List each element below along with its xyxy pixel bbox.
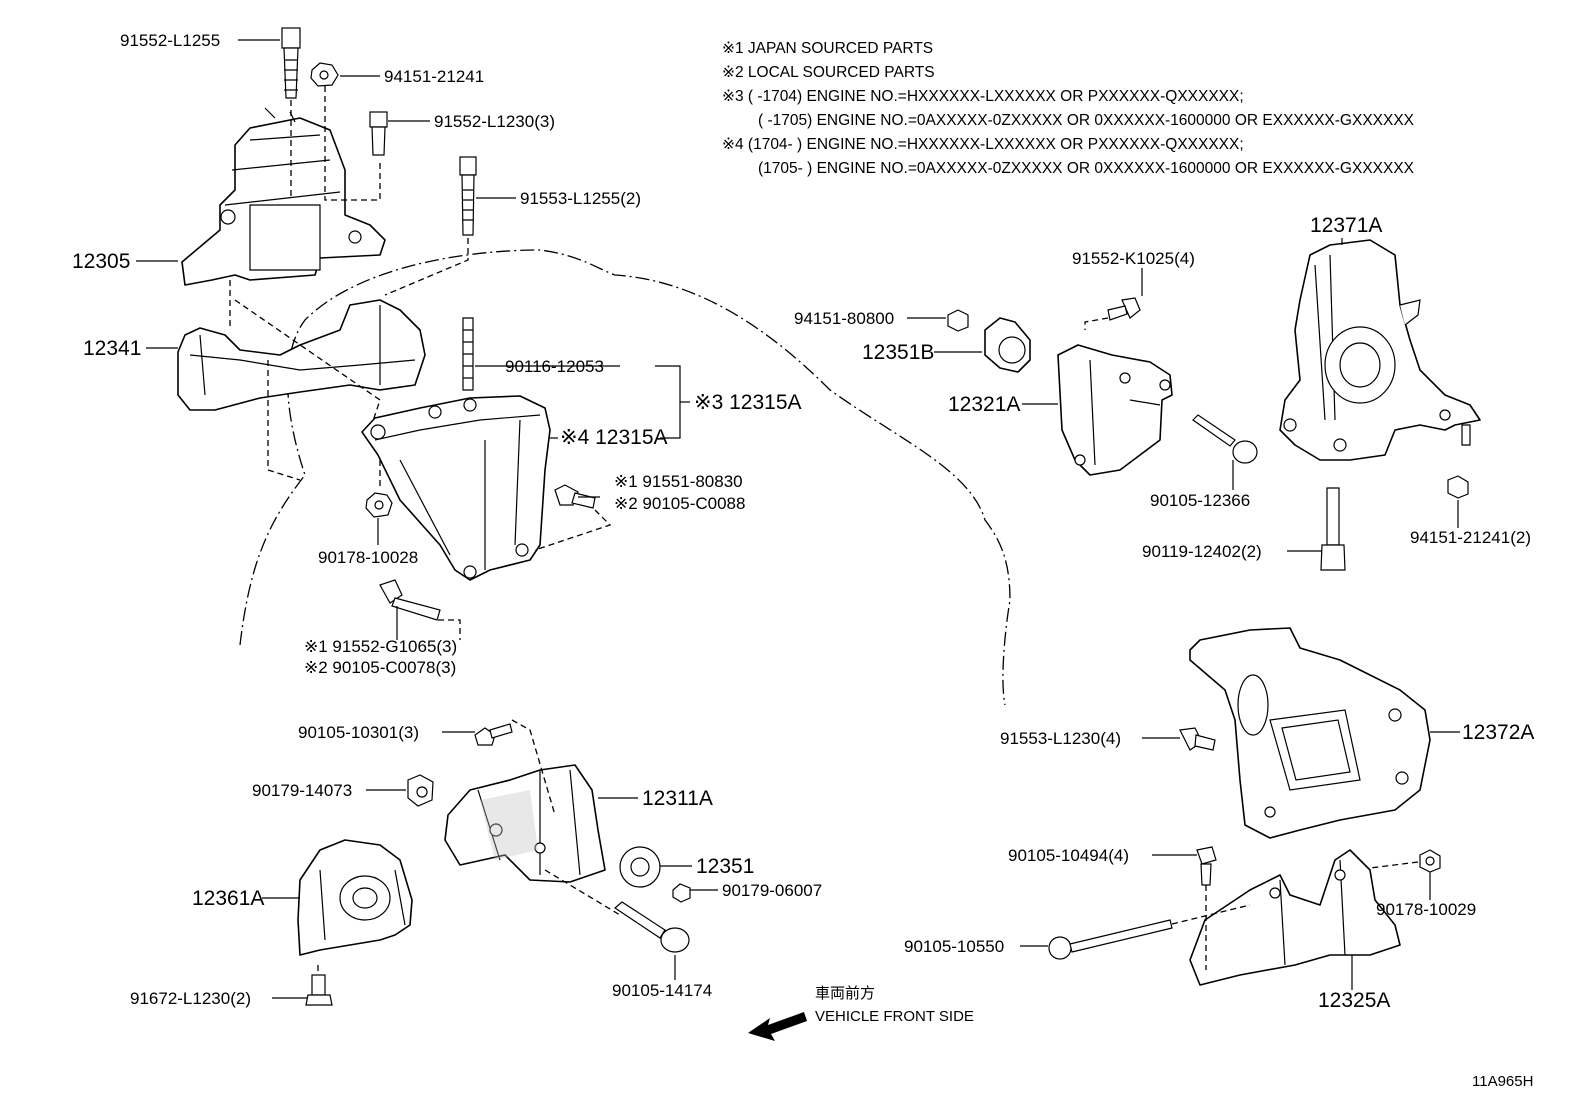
- note-4: ※4 (1704- ) ENGINE NO.=HXXXXXX-LXXXXXX O…: [722, 136, 1244, 153]
- label-12321A: 12321A: [948, 393, 1020, 416]
- vehicle-front-indicator: 車両前方 VEHICLE FRONT SIDE: [748, 985, 974, 1041]
- bushing-12351: [619, 846, 661, 888]
- label-94151-80800: 94151-80800: [794, 309, 894, 328]
- bolt-91553-L1230: [1179, 727, 1216, 751]
- label-12315A-3: ※3 12315A: [694, 391, 802, 414]
- nut-90179-06007: [672, 883, 691, 903]
- bolt-91552-G1065: [379, 579, 441, 621]
- label-12372A: 12372A: [1462, 721, 1534, 744]
- bolt-90105-10301: [474, 723, 513, 746]
- label-90178-10029: 90178-10029: [1376, 900, 1476, 919]
- front-arrow-icon: [748, 1012, 807, 1041]
- stud-90116-12053: [462, 317, 474, 391]
- label-91552-K1025: 91552-K1025(4): [1072, 249, 1195, 268]
- label-90105-10550: 90105-10550: [904, 937, 1004, 956]
- label-12305: 12305: [72, 250, 130, 273]
- engine-mount-12371A: [1279, 239, 1481, 461]
- bolt-90105-10494: [1196, 846, 1217, 886]
- nut-94151-80800: [947, 309, 969, 332]
- bolt-90105-14174: [614, 901, 690, 953]
- label-91551-80830: ※1 91551-80830: [614, 472, 743, 491]
- label-90179-14073: 90179-14073: [252, 781, 352, 800]
- label-90105-14174: 90105-14174: [612, 981, 712, 1000]
- label-90105-10494: 90105-10494(4): [1008, 846, 1129, 865]
- label-12361A: 12361A: [192, 887, 264, 910]
- nut-90179-14073: [407, 774, 434, 807]
- bracket-12372A: [1189, 627, 1431, 839]
- bolt-91552-K1025: [1107, 297, 1141, 321]
- label-12341: 12341: [83, 337, 141, 360]
- label-90105-C0088: ※2 90105-C0088: [614, 494, 745, 513]
- leader-lines: [136, 39, 1460, 999]
- bolt-91553-L1255: [459, 156, 477, 236]
- nut-90178-10029: [1419, 849, 1441, 873]
- label-91553-L1255: 91553-L1255(2): [520, 189, 641, 208]
- part-labels: 91552-L1255 94151-21241 91552-L1230(3) 9…: [72, 31, 1534, 1012]
- label-91672-L1230: 91672-L1230(2): [130, 989, 251, 1008]
- engine-outline: [239, 249, 1011, 706]
- label-12325A: 12325A: [1318, 989, 1390, 1012]
- bracket-12315A: [361, 395, 551, 581]
- bolt-90105-12366: [1192, 414, 1258, 464]
- bolt-90105-10550: [1048, 919, 1173, 960]
- note-1: ※1 JAPAN SOURCED PARTS: [722, 40, 933, 57]
- nut-90178-10028: [365, 492, 393, 518]
- label-94151-21241: 94151-21241: [384, 67, 484, 86]
- note-2: ※2 LOCAL SOURCED PARTS: [722, 64, 935, 81]
- front-label-en: VEHICLE FRONT SIDE: [815, 1008, 974, 1025]
- label-90105-10301: 90105-10301(3): [298, 723, 419, 742]
- label-91552-G1065: ※1 91552-G1065(3): [304, 637, 457, 656]
- label-90119-12402: 90119-12402(2): [1142, 542, 1262, 561]
- label-12371A: 12371A: [1310, 214, 1382, 237]
- label-91552-L1230: 91552-L1230(3): [434, 112, 555, 131]
- bracket-12325A: [1189, 849, 1401, 986]
- bolt-91672-L1230: [305, 974, 333, 1006]
- label-12315A-4: ※4 12315A: [560, 426, 668, 449]
- label-90105-12366: 90105-12366: [1150, 491, 1250, 510]
- front-label-jp: 車両前方: [815, 985, 875, 1002]
- label-90179-06007: 90179-06007: [722, 881, 822, 900]
- nut-94151-21241: [310, 62, 339, 87]
- bushing-12351B: [984, 317, 1031, 373]
- engine-mount-12305: [181, 107, 386, 286]
- nut-94151-21241: [1447, 475, 1469, 499]
- diagram-code: 11A965H: [1472, 1073, 1533, 1090]
- bracket-12341: [177, 299, 426, 411]
- label-94151-21241-b: 94151-21241(2): [1410, 528, 1531, 547]
- label-91553-L1230: 91553-L1230(4): [1000, 729, 1121, 748]
- insulator-12361A: [297, 839, 413, 956]
- note-4b: (1705- ) ENGINE NO.=0AXXXXX-0ZXXXXX OR 0…: [758, 160, 1415, 177]
- bracket-12321A: [1057, 344, 1173, 476]
- label-90105-C0078: ※2 90105-C0078(3): [304, 658, 456, 677]
- label-12351B: 12351B: [862, 341, 934, 364]
- bolt-91552-L1230: [369, 111, 388, 156]
- bolt-90119-12402: [1320, 487, 1346, 571]
- bracket-12311A: [444, 764, 606, 883]
- note-3: ※3 ( -1704) ENGINE NO.=HXXXXXX-LXXXXXX O…: [722, 88, 1244, 105]
- note-3b: ( -1705) ENGINE NO.=0AXXXXX-0ZXXXXX OR 0…: [758, 112, 1415, 129]
- notes-block: ※1 JAPAN SOURCED PARTS ※2 LOCAL SOURCED …: [722, 40, 1415, 177]
- label-12311A: 12311A: [642, 787, 713, 810]
- label-90116-12053: 90116-12053: [505, 357, 604, 376]
- label-12351: 12351: [696, 855, 754, 878]
- label-90178-10028: 90178-10028: [318, 548, 418, 567]
- label-91552-L1255: 91552-L1255: [120, 31, 220, 50]
- bolt-91552-L1255: [281, 27, 301, 99]
